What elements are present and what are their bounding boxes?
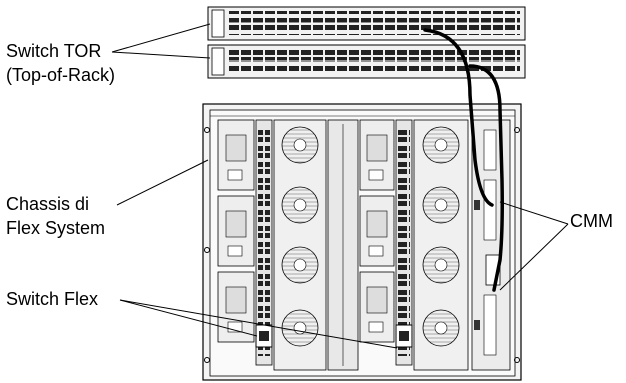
chassis-leader [117, 160, 208, 205]
power-supply-right [360, 120, 394, 342]
flex-switch-2 [396, 325, 412, 347]
flex-switch-1 [256, 325, 272, 347]
fans-left [274, 120, 326, 370]
cmm-modules [472, 120, 510, 370]
tor-leader-1 [112, 24, 210, 52]
tor-leader-2 [112, 52, 210, 58]
switch-tor-2 [208, 45, 525, 78]
switch-tor-1 [208, 7, 525, 40]
fans-right [414, 120, 468, 370]
power-supply-left [218, 120, 254, 342]
